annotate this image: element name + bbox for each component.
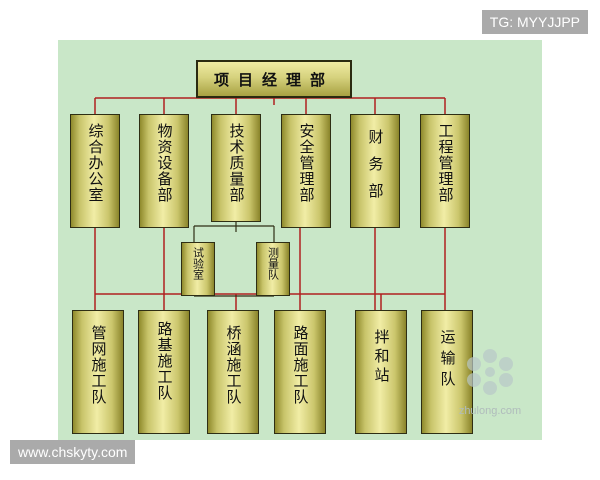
dept-finance-label: 财务部 bbox=[366, 129, 385, 210]
team-roadbed-label: 路基施工队 bbox=[155, 321, 174, 401]
lab-survey-box: 测量队 bbox=[256, 242, 290, 296]
team-roadbed-box: 路基施工队 bbox=[138, 310, 190, 434]
watermark-text: zhulong.com bbox=[459, 405, 521, 417]
team-transport-label: 运输队 bbox=[438, 329, 457, 392]
team-transport-box: 运输队 bbox=[421, 310, 473, 434]
team-pavement-box: 路面施工队 bbox=[274, 310, 326, 434]
dept-materials-label: 物资设备部 bbox=[155, 123, 174, 203]
tg-badge: TG: MYYJJPP bbox=[481, 10, 588, 34]
site-url-badge: www.chskyty.com bbox=[10, 440, 136, 464]
dept-tech-quality-box: 技术质量部 bbox=[211, 114, 261, 222]
lab-survey-label: 测量队 bbox=[266, 247, 280, 280]
watermark-logo: zhulong.com bbox=[459, 349, 521, 417]
dept-office-label: 综合办公室 bbox=[86, 123, 105, 203]
dept-office-box: 综合办公室 bbox=[70, 114, 120, 228]
dept-tech-quality-label: 技术质量部 bbox=[227, 123, 246, 203]
dept-safety-label: 安全管理部 bbox=[297, 123, 316, 203]
dept-engineering-box: 工程管理部 bbox=[420, 114, 470, 228]
team-pipe-box: 管网施工队 bbox=[72, 310, 124, 434]
team-pipe-label: 管网施工队 bbox=[89, 325, 108, 405]
dept-safety-box: 安全管理部 bbox=[281, 114, 331, 228]
dept-materials-box: 物资设备部 bbox=[139, 114, 189, 228]
team-mixing-label: 拌和站 bbox=[372, 329, 391, 386]
dept-finance-box: 财务部 bbox=[350, 114, 400, 228]
team-pavement-label: 路面施工队 bbox=[291, 325, 310, 405]
lab-test-label: 试验室 bbox=[191, 247, 205, 280]
project-manager-dept-box: 项目经理部 bbox=[196, 60, 352, 98]
team-mixing-box: 拌和站 bbox=[355, 310, 407, 434]
team-bridge-box: 桥涵施工队 bbox=[207, 310, 259, 434]
team-bridge-label: 桥涵施工队 bbox=[224, 325, 243, 405]
dept-engineering-label: 工程管理部 bbox=[436, 123, 455, 203]
project-manager-dept-label: 项目经理部 bbox=[213, 70, 334, 89]
lab-test-box: 试验室 bbox=[181, 242, 215, 296]
